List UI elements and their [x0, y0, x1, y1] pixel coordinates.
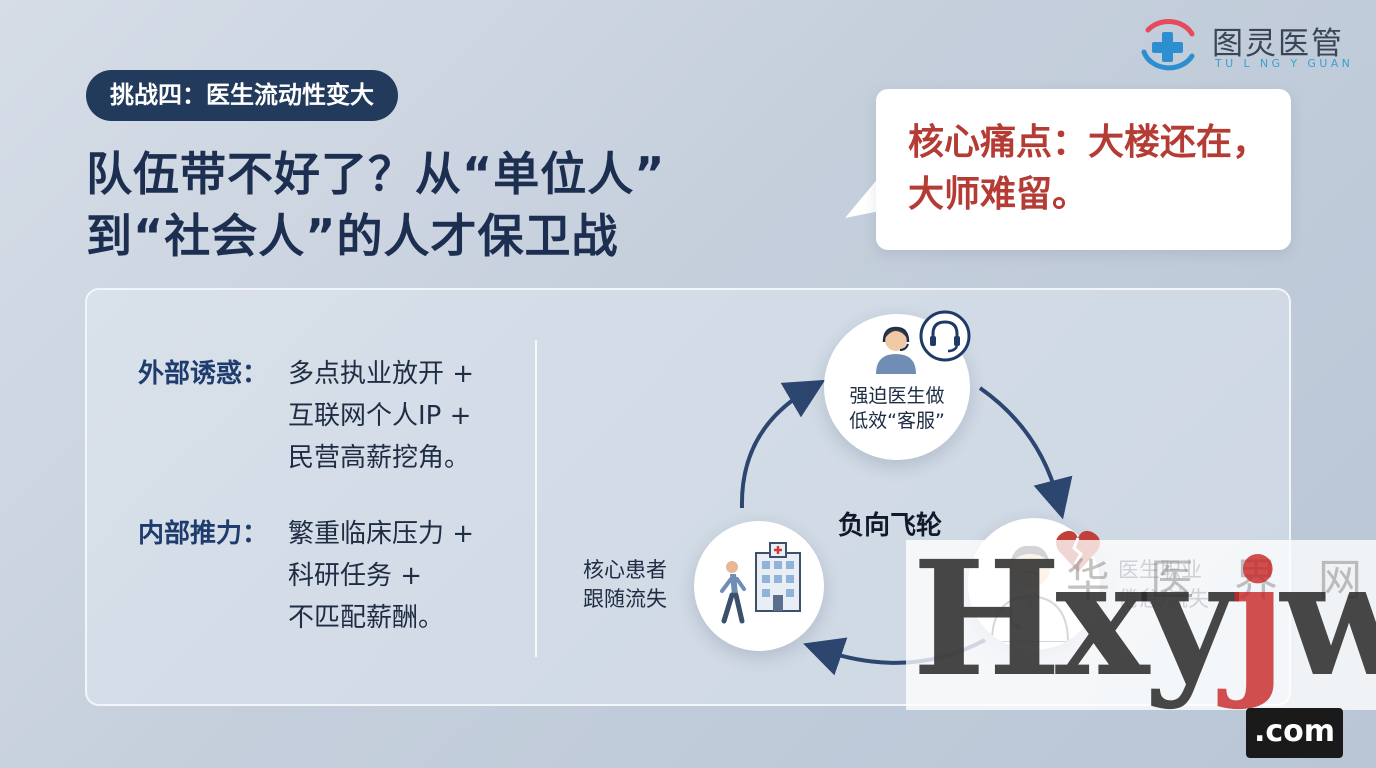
node-left-line: 核心患者 — [583, 558, 667, 582]
internal-factor-label: 内部推力： — [138, 519, 269, 549]
internal-factor-line: 科研任务 + — [288, 561, 423, 591]
bubble-tail — [845, 170, 885, 218]
medical-cross-logo-icon — [1141, 18, 1195, 71]
panel-divider — [535, 340, 537, 657]
pain-point-line-2: 大师难留。 — [908, 174, 1089, 215]
title-line-2: 到“社会人”的人才保卫战 — [86, 209, 619, 263]
node-top-line: 强迫医生做 — [849, 385, 945, 407]
logo-subtitle: TU L NG Y GUAN — [1215, 57, 1354, 70]
title-line-1: 队伍带不好了？从“单位人” — [86, 147, 666, 201]
internal-factor-line: 繁重临床压力 + — [288, 519, 475, 549]
challenge-tag: 挑战四：医生流动性变大 — [86, 70, 398, 121]
doctor-headset-icon — [876, 326, 916, 374]
node-right-line: 倦怠/流失 — [1118, 587, 1210, 611]
headset-badge-icon — [919, 310, 971, 362]
cycle-node-patients — [694, 521, 824, 651]
arrow-right-to-left — [803, 637, 986, 676]
logo-name: 图灵医管 — [1212, 26, 1344, 62]
external-factor-label: 外部诱惑： — [138, 359, 269, 389]
arrow-left-to-top — [739, 379, 826, 509]
brand-logo: 图灵医管 TU L NG Y GUAN — [1138, 16, 1358, 76]
pain-point-text: 核心痛点：大楼还在， 大师难留。 — [908, 117, 1268, 221]
node-right-label: 医生职业 倦怠/流失 — [1118, 556, 1209, 614]
node-top-line: 低效“客服” — [849, 410, 945, 432]
external-factor-line: 民营高薪挖角。 — [288, 443, 471, 473]
broken-heart-icon — [1056, 530, 1100, 572]
page-title: 队伍带不好了？从“单位人” 到“社会人”的人才保卫战 — [86, 143, 665, 267]
internal-factor-line: 不匹配薪酬。 — [288, 603, 445, 633]
node-right-line: 医生职业 — [1118, 558, 1202, 582]
cycle-center-label: 负向飞轮 — [838, 511, 943, 541]
pain-point-bubble: 核心痛点：大楼还在， 大师难留。 — [876, 89, 1291, 250]
node-top-text: 强迫医生做 低效“客服” — [824, 384, 970, 434]
node-left-label: 核心患者 跟随流失 — [583, 556, 667, 614]
external-factor-line: 多点执业放开 + — [288, 359, 475, 389]
node-left-line: 跟随流失 — [583, 587, 667, 611]
patient-leaving-hospital-icon — [720, 542, 801, 624]
pain-point-line-1: 核心痛点：大楼还在， — [908, 122, 1269, 163]
arrow-top-to-right — [978, 386, 1073, 520]
external-factor-line: 互联网个人IP + — [288, 401, 472, 431]
